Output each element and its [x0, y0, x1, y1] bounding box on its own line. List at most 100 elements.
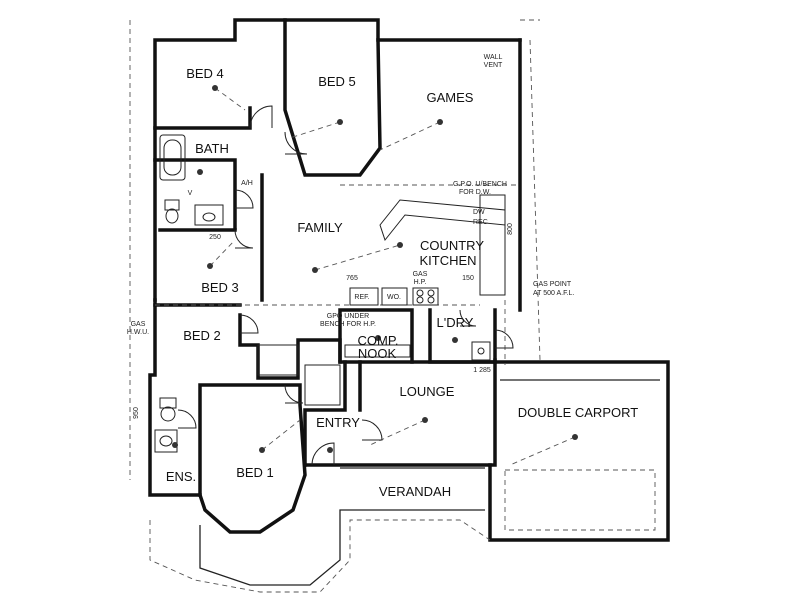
- dim-1285: 1 285: [473, 367, 491, 374]
- bed2-wall: [238, 313, 342, 380]
- note-rec: REC: [473, 219, 488, 226]
- note-wall-vent-2: VENT: [484, 62, 503, 69]
- dimension-labels: 250 765 150 1 285 950 800: [133, 223, 514, 419]
- carport: [488, 360, 670, 542]
- room-bed3: BED 3: [201, 280, 239, 295]
- light-family: [312, 267, 318, 273]
- note-gpo-2: FOR D.W.: [459, 189, 491, 196]
- room-ens: ENS.: [166, 469, 196, 484]
- door-bed1: [284, 384, 304, 404]
- dim-950: 950: [133, 407, 140, 419]
- room-country: COUNTRY: [420, 238, 484, 253]
- kitchen-bench: [479, 194, 506, 296]
- room-bed4: BED 4: [186, 66, 224, 81]
- light-lounge: [422, 417, 428, 423]
- note-gas-hp-1: GAS: [413, 271, 428, 278]
- light-carport: [572, 434, 578, 440]
- room-comp: COMP.: [358, 333, 399, 348]
- room-games: GAMES: [427, 90, 474, 105]
- dim-800: 800: [507, 223, 514, 235]
- note-wall-vent-1: WALL: [484, 54, 503, 61]
- toilet-ens: [159, 397, 177, 409]
- dim-150: 150: [462, 275, 474, 282]
- room-entry: ENTRY: [316, 415, 360, 430]
- annotations: WALL VENT G.P.O. U/BENCH FOR D.W. DW REC…: [127, 54, 575, 336]
- light-games: [437, 119, 443, 125]
- laundry-trough: [471, 341, 491, 361]
- dim-765: 765: [346, 275, 358, 282]
- room-bath: BATH: [195, 141, 229, 156]
- note-gpo-under-1: GPO UNDER: [327, 313, 369, 320]
- note-ref: REF.: [354, 294, 369, 301]
- basin-ens: [154, 429, 178, 453]
- note-gas-hp-2: H.P.: [414, 279, 427, 286]
- room-bed2: BED 2: [183, 328, 221, 343]
- light-entry: [327, 447, 333, 453]
- robe-bed1: [304, 364, 341, 406]
- door-ldry-inner: [459, 309, 477, 327]
- cooktop: [412, 287, 439, 306]
- robe-bed2: [257, 344, 299, 376]
- door-entry: [311, 442, 335, 466]
- carport-walls: [488, 360, 670, 542]
- fixtures: [154, 134, 506, 453]
- light-nook: [375, 335, 381, 341]
- room-verandah: VERANDAH: [379, 484, 451, 499]
- door-bath: [234, 189, 254, 209]
- light-ens: [172, 442, 178, 448]
- door-ens: [177, 409, 197, 429]
- car-outline: [504, 469, 656, 531]
- light-bed2: [259, 447, 265, 453]
- light-bed4: [212, 85, 218, 91]
- room-family: FAMILY: [297, 220, 343, 235]
- left-lower-wall: [148, 298, 202, 497]
- note-gpo-1: G.P.O. U/BENCH: [453, 181, 507, 188]
- door-laundry: [494, 329, 514, 349]
- light-points: [172, 85, 578, 453]
- bed5-wall: [283, 18, 382, 177]
- door-bed2: [239, 314, 259, 334]
- light-bath: [197, 169, 203, 175]
- dim-250: 250: [209, 234, 221, 241]
- toilet-bath: [164, 199, 180, 211]
- doors: [177, 105, 514, 466]
- comp-desk: [344, 344, 411, 358]
- room-double-carport: DOUBLE CARPORT: [518, 405, 638, 420]
- entry-wall: [303, 360, 347, 467]
- front-wall: [303, 358, 497, 467]
- top-wall: [153, 18, 522, 312]
- room-bed1: BED 1: [236, 465, 274, 480]
- room-ldry: L'DRY: [437, 315, 474, 330]
- room-nook: NOOK: [358, 346, 397, 361]
- note-gas-point-1: GAS POINT: [533, 281, 572, 288]
- comp-nook-wall: [338, 308, 414, 364]
- fridge-space: [349, 287, 379, 306]
- laundry-wall: [428, 308, 497, 364]
- note-gpo-under-2: BENCH FOR H.P.: [320, 321, 376, 328]
- door-lounge: [361, 419, 383, 441]
- room-kitchen: KITCHEN: [419, 253, 476, 268]
- note-gas-hwu-2: H.W.U.: [127, 329, 149, 336]
- light-bed5: [337, 119, 343, 125]
- bed4-wall: [153, 106, 252, 130]
- room-lounge: LOUNGE: [400, 384, 455, 399]
- bath-wall: [153, 158, 237, 230]
- bathtub: [159, 134, 186, 181]
- note-dw: DW: [473, 209, 485, 216]
- note-v: V: [188, 190, 193, 197]
- door-bed3: [234, 229, 254, 249]
- vanity: [194, 204, 224, 226]
- bed1-bay-wall: [197, 383, 307, 534]
- note-gas-hwu-1: GAS: [131, 321, 146, 328]
- room-bed5: BED 5: [318, 74, 356, 89]
- wall-oven: [381, 287, 408, 306]
- verandah-outline: [149, 519, 491, 593]
- light-ldry: [452, 337, 458, 343]
- exterior-walls: [148, 18, 522, 534]
- room-labels: BED 4 BED 5 GAMES BATH FAMILY COUNTRY KI…: [166, 66, 638, 499]
- light-bed3: [207, 263, 213, 269]
- note-ah: A/H: [241, 180, 253, 187]
- interior-walls: [153, 18, 497, 467]
- note-wo: WO.: [387, 294, 401, 301]
